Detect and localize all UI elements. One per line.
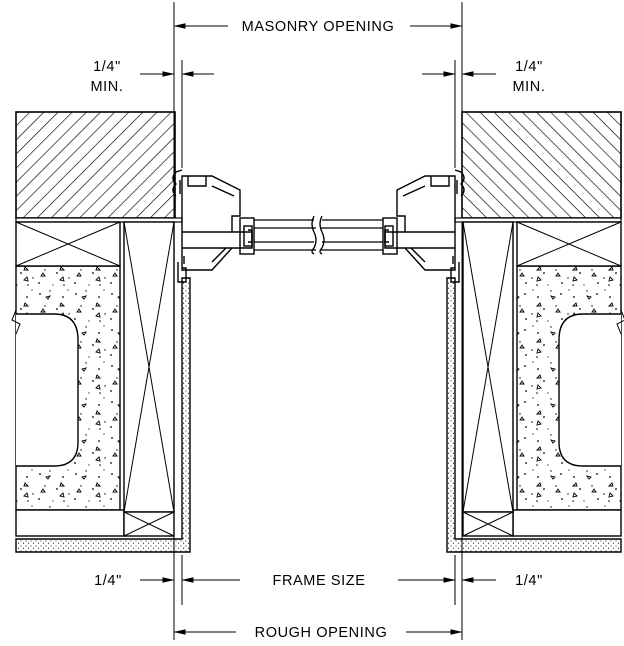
rough-opening-label: ROUGH OPENING — [255, 625, 388, 641]
top-left-gap-min: MIN. — [90, 79, 123, 95]
left-masonry-block — [15, 111, 176, 219]
glazing-unit — [254, 215, 383, 255]
glazing-break-mark-left — [311, 215, 317, 255]
left-block-core — [16, 313, 79, 467]
right-finish-board — [446, 277, 622, 553]
left-finish-board — [15, 277, 191, 553]
right-block-core — [558, 313, 621, 467]
bottom-right-gap-value: 1/4" — [515, 573, 543, 589]
dimension-lines — [140, 23, 496, 635]
extension-lines — [173, 2, 463, 640]
frame-size-label: FRAME SIZE — [272, 573, 365, 589]
dimension-labels: MASONRY OPENING 1/4" MIN. 1/4" MIN. 1/4"… — [90, 19, 545, 641]
top-right-gap-value: 1/4" — [515, 59, 543, 75]
top-right-gap-min: MIN. — [512, 79, 545, 95]
bottom-left-gap-value: 1/4" — [94, 573, 122, 589]
left-window-frame — [172, 169, 255, 283]
right-bottom-strip — [512, 509, 622, 537]
masonry-opening-label: MASONRY OPENING — [242, 19, 395, 35]
left-break-mark — [11, 309, 21, 335]
left-wall-section — [11, 111, 191, 553]
right-break-mark — [616, 309, 624, 335]
right-window-frame — [382, 169, 465, 283]
right-masonry-block — [461, 111, 622, 219]
top-left-gap-value: 1/4" — [93, 59, 121, 75]
left-bottom-strip — [15, 509, 125, 537]
left-frame-extrusion — [181, 175, 253, 271]
right-wall-section — [446, 111, 624, 553]
right-frame-extrusion — [384, 175, 456, 271]
glazing-break-mark-right — [319, 215, 325, 255]
